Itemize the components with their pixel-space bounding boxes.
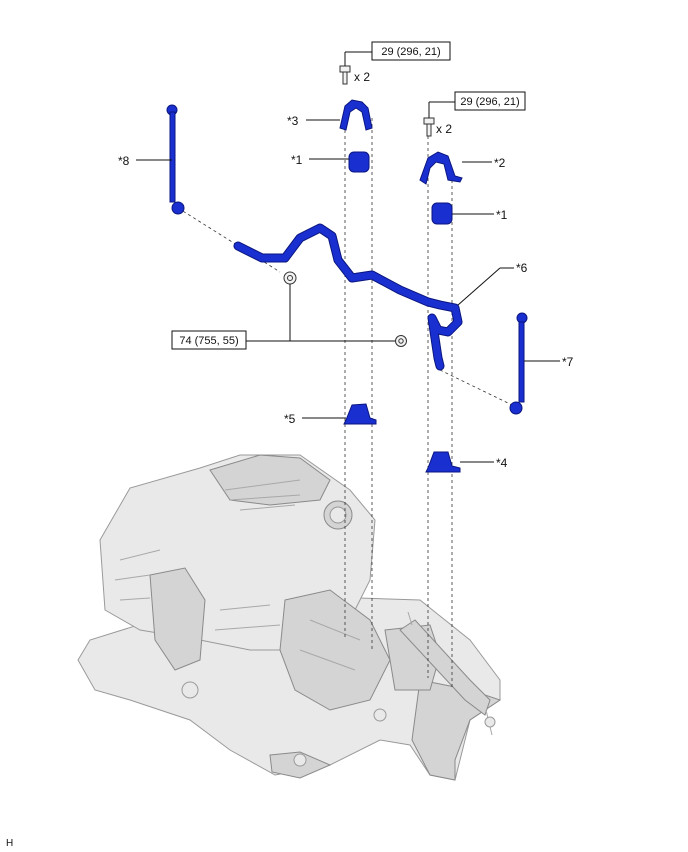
- stabilizer-bar: [233, 223, 463, 371]
- callout-bushing-left: *1: [291, 153, 303, 167]
- torque-callout-top: 29 (296, 21) x 2: [344, 41, 451, 84]
- quantity-label-top: x 2: [354, 70, 370, 84]
- quantity-label-right: x 2: [436, 122, 452, 136]
- callout-bracket-lower-left: *5: [284, 412, 296, 426]
- torque-callout-right: 29 (296, 21) x 2: [428, 91, 526, 136]
- stabilizer-link-left: [166, 104, 185, 215]
- callout-stabilizer-bar: *6: [516, 261, 528, 275]
- engine-subframe-assembly: [77, 454, 502, 781]
- bracket-lower-left: [343, 403, 377, 425]
- figure-corner-code: H: [6, 838, 13, 849]
- torque-callout-nut: 74 (755, 55): [171, 284, 395, 350]
- bracket-lower-right: [425, 451, 461, 473]
- callout-stabilizer-link-left: *8: [118, 154, 130, 168]
- torque-label-nut: 74 (755, 55): [179, 335, 238, 347]
- callout-leaders: [136, 119, 560, 463]
- callout-bracket-top-right: *2: [494, 156, 506, 170]
- nut-right: [395, 335, 407, 347]
- nut-left: [283, 271, 297, 285]
- installation-guide-lines: [177, 118, 513, 690]
- stabilizer-link-right: [509, 312, 528, 415]
- callout-bushing-right: *1: [496, 208, 508, 222]
- callout-bracket-top-left: *3: [287, 114, 299, 128]
- bracket-top-left: [339, 99, 373, 131]
- callout-stabilizer-link-right: *7: [562, 355, 574, 369]
- callout-bracket-lower-right: *4: [496, 456, 508, 470]
- bushing-right: [431, 202, 453, 225]
- torque-label-top: 29 (296, 21): [381, 46, 440, 58]
- bolt-top: [339, 65, 351, 85]
- torque-label-right: 29 (296, 21): [460, 96, 519, 108]
- bracket-top-right: [419, 151, 463, 185]
- bolt-right: [423, 117, 435, 137]
- bushing-left: [348, 151, 370, 173]
